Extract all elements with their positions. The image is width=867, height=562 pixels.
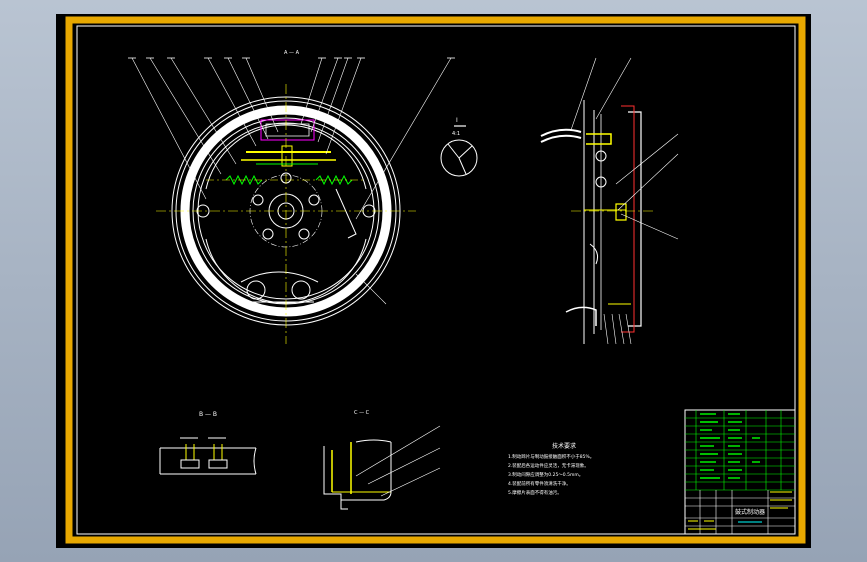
tech-req-lines: 1.制动蹄片与制动鼓接触面积不小于85%。 2.装配后各运动件应灵活，无卡滞现象。… <box>508 453 594 496</box>
detail-circle-scale: 4:1 <box>452 131 460 137</box>
tech-req-title: 技术要求 <box>552 442 576 450</box>
drawing-border-inner <box>76 25 796 535</box>
section-label-c: C — C <box>354 410 370 416</box>
side-section-view <box>540 100 656 344</box>
cad-viewport[interactable]: A — A I 4:1 <box>56 14 811 548</box>
leader-lines-front <box>131 57 452 305</box>
front-view <box>156 84 416 344</box>
tech-req-line: 3.制动间隙应调整为0.25～0.5mm。 <box>508 471 583 478</box>
leader-lines-side <box>570 57 679 345</box>
tech-req-line: 2.装配后各运动件应灵活，无卡滞现象。 <box>508 462 589 469</box>
cad-drawing: A — A I 4:1 <box>65 16 806 544</box>
section-label-b: B — B <box>199 411 217 418</box>
detail-view-b <box>159 437 257 475</box>
section-label-main: A — A <box>284 50 300 56</box>
drawing-border-gold <box>65 16 806 544</box>
title-block-drawing-name: 鼓式制动器 <box>735 508 765 516</box>
title-block <box>684 409 796 535</box>
leader-lines-c <box>355 425 441 497</box>
tech-req-line: 1.制动蹄片与制动鼓接触面积不小于85%。 <box>508 453 594 460</box>
tech-req-line: 4.装配前所有零件须清洗干净。 <box>508 480 571 487</box>
tech-req-line: 5.摩擦片表面不得有油污。 <box>508 489 562 496</box>
detail-circle <box>440 125 478 177</box>
detail-circle-label: I <box>456 117 458 124</box>
detail-view-c <box>323 439 392 510</box>
